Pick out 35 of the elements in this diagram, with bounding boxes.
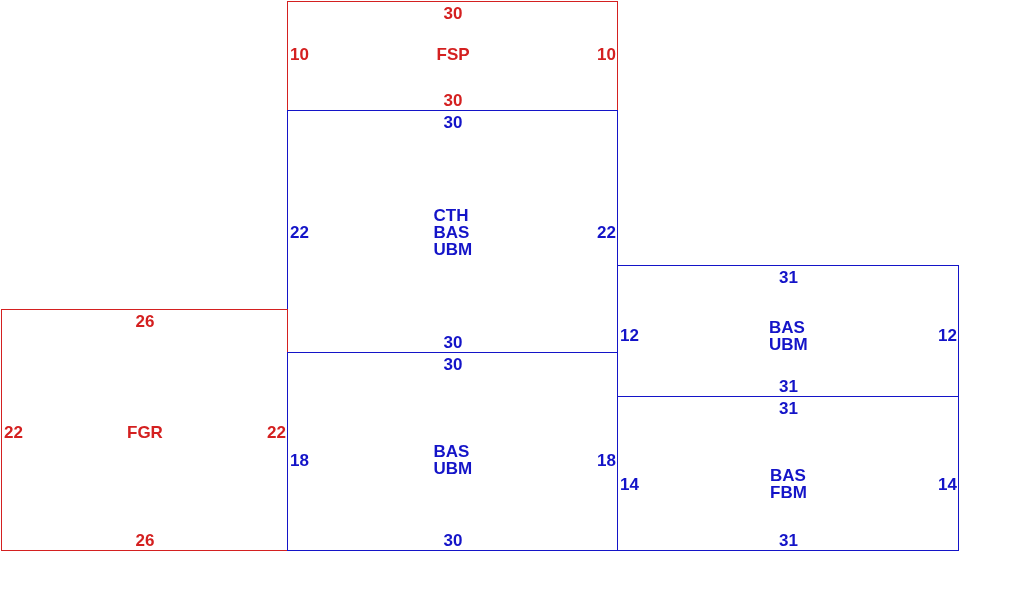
dimension-label: 31	[779, 532, 798, 549]
dimension-label: 30	[443, 92, 463, 109]
room-label: FSP	[436, 46, 470, 63]
room-label: BAS UBM	[769, 318, 808, 353]
dimension-label: 30	[443, 5, 463, 22]
dimension-label: 22	[267, 424, 286, 441]
dimension-label: 26	[135, 532, 155, 549]
dimension-label: 30	[443, 334, 463, 351]
dimension-label: 22	[597, 223, 616, 241]
dimension-label: 26	[135, 313, 155, 330]
dimension-label: 18	[597, 451, 616, 469]
dimension-label: 10	[290, 46, 309, 63]
dimension-label: 22	[290, 223, 309, 241]
room-label: CTH BAS UBM	[433, 206, 473, 258]
dimension-label: 31	[779, 269, 798, 286]
dimension-label: 12	[938, 327, 957, 344]
room-outline	[1, 309, 288, 551]
dimension-label: 22	[4, 424, 23, 441]
dimension-label: 18	[290, 451, 309, 469]
dimension-label: 30	[443, 114, 463, 131]
room-outline	[617, 396, 959, 551]
room-outline	[617, 265, 959, 397]
room-label: BAS UBM	[433, 443, 473, 477]
dimension-label: 12	[620, 327, 639, 344]
room-label: FGR	[127, 424, 163, 441]
dimension-label: 31	[779, 400, 798, 417]
room-outline	[287, 1, 618, 111]
dimension-label: 30	[443, 356, 463, 373]
dimension-label: 31	[779, 378, 798, 395]
room-outline	[287, 352, 618, 551]
room-label: BAS FBM	[770, 467, 807, 501]
dimension-label: 14	[620, 475, 639, 493]
dimension-label: 14	[938, 475, 957, 493]
dimension-label: 30	[443, 532, 463, 549]
dimension-label: 10	[597, 46, 616, 63]
